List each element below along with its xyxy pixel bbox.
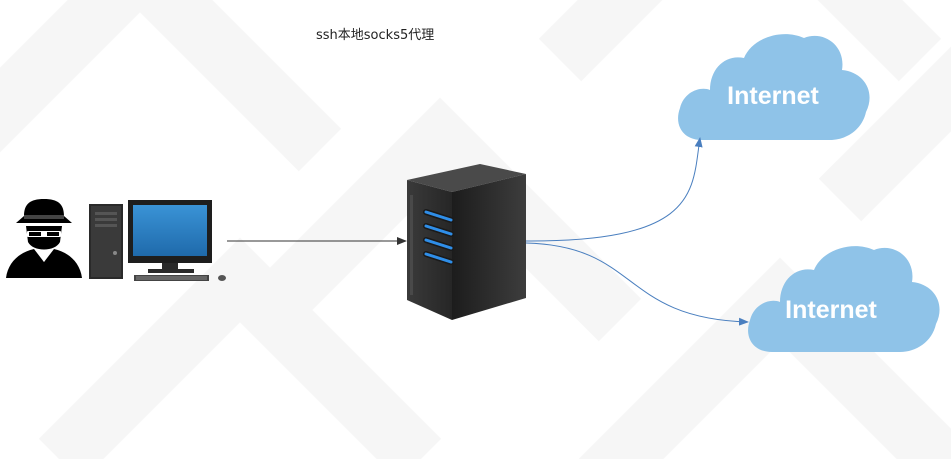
connector-server-to-cloud-2 xyxy=(525,242,749,326)
cloud-2-label: Internet xyxy=(785,296,877,324)
hacker-user-icon xyxy=(6,199,82,278)
internet-cloud-2: Internet xyxy=(748,246,940,352)
connectors xyxy=(227,137,749,326)
desktop-computer-icon xyxy=(89,200,226,281)
diagram-title: ssh本地socks5代理 xyxy=(316,28,435,43)
cloud-1-label: Internet xyxy=(727,82,819,110)
internet-cloud-1: Internet xyxy=(678,34,870,140)
connector-server-to-cloud-1 xyxy=(525,137,703,242)
server-led-lights xyxy=(423,209,454,265)
server-icon xyxy=(407,164,526,320)
